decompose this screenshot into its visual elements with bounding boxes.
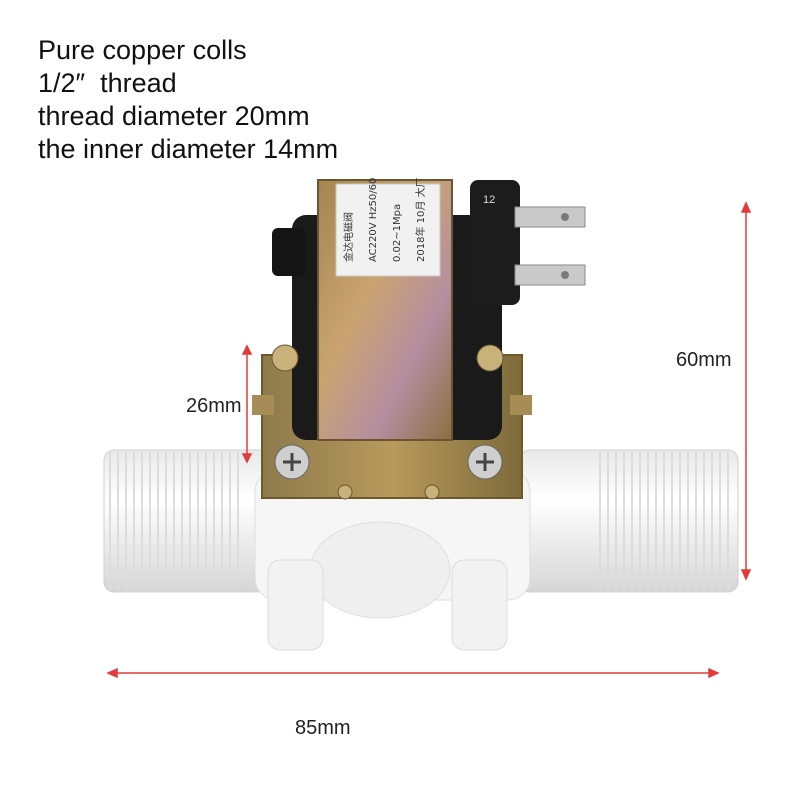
spec-line-thread: 1/2″ thread	[38, 68, 177, 98]
spade-terminals	[514, 206, 586, 286]
spec-line-thread-diameter: thread diameter 20mm	[38, 101, 310, 131]
spec-list: Pure copper colls 1/2″ thread thread dia…	[38, 34, 338, 166]
left-thread-pipe	[103, 449, 275, 593]
coil-frame: 金达电磁阀 AC220V Hz50/60 0.02~1Mpa 2018年 10月…	[317, 177, 453, 441]
screws	[271, 344, 504, 500]
right-thread-pipe	[519, 449, 739, 593]
spec-line-coils: Pure copper colls	[38, 35, 247, 65]
coil-label-line-1: 金达电磁阀	[342, 212, 355, 262]
dimension-85mm-line	[106, 667, 720, 679]
valve-body	[254, 469, 531, 651]
dimension-26mm-label: 26mm	[186, 395, 242, 417]
coil-label-line-3: 0.02~1Mpa	[392, 204, 403, 262]
dimension-85mm-label: 85mm	[295, 717, 351, 739]
dimension-60mm-label: 60mm	[676, 349, 732, 371]
coil-label-line-2: AC220V Hz50/60	[368, 178, 379, 262]
spec-line-inner-diameter: the inner diameter 14mm	[38, 134, 339, 164]
terminal-mark: 12	[483, 194, 495, 206]
dimension-60mm-line	[740, 201, 752, 581]
coil-label-line-4: 2018年 10月 大厂	[414, 177, 427, 262]
dimension-26mm-line	[241, 344, 253, 464]
